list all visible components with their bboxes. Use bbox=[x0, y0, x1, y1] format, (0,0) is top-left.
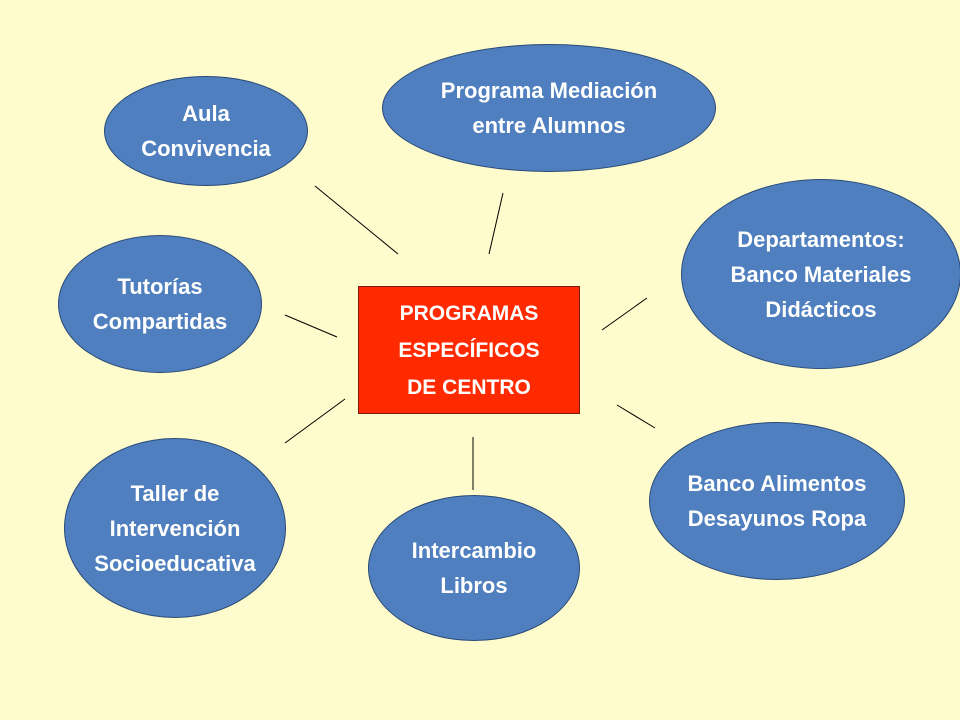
connector-tutorias bbox=[284, 314, 338, 338]
node-departamentos: Departamentos: Banco Materiales Didáctic… bbox=[681, 179, 960, 369]
node-programa-mediacion: Programa Mediación entre Alumnos bbox=[382, 44, 716, 172]
connector-banco-alimentos bbox=[616, 404, 656, 429]
node-label: Programa Mediación entre Alumnos bbox=[440, 78, 658, 138]
node-intercambio: Intercambio Libros bbox=[368, 495, 580, 641]
central-topic-label: PROGRAMAS ESPECÍFICOS DE CENTRO bbox=[398, 301, 540, 399]
node-tutorias: Tutorías Compartidas bbox=[58, 235, 262, 373]
central-topic-box: PROGRAMAS ESPECÍFICOS DE CENTRO bbox=[358, 286, 580, 414]
node-label: Tutorías Compartidas bbox=[92, 274, 228, 334]
node-taller: Taller de Intervención Socioeducativa bbox=[64, 438, 286, 618]
node-label: Departamentos: Banco Materiales Didáctic… bbox=[730, 226, 912, 322]
node-banco-alimentos: Banco Alimentos Desayunos Ropa bbox=[649, 422, 905, 580]
connector-departamentos bbox=[601, 297, 648, 331]
connector-mediacion bbox=[488, 192, 504, 255]
node-aula-convivencia: Aula Convivencia bbox=[104, 76, 308, 186]
connector-taller bbox=[284, 398, 346, 444]
node-label: Banco Alimentos Desayunos Ropa bbox=[687, 471, 867, 531]
node-label: Intercambio Libros bbox=[411, 538, 537, 598]
connector-aula bbox=[314, 185, 399, 255]
node-label: Aula Convivencia bbox=[141, 101, 271, 161]
node-label: Taller de Intervención Socioeducativa bbox=[94, 480, 256, 576]
